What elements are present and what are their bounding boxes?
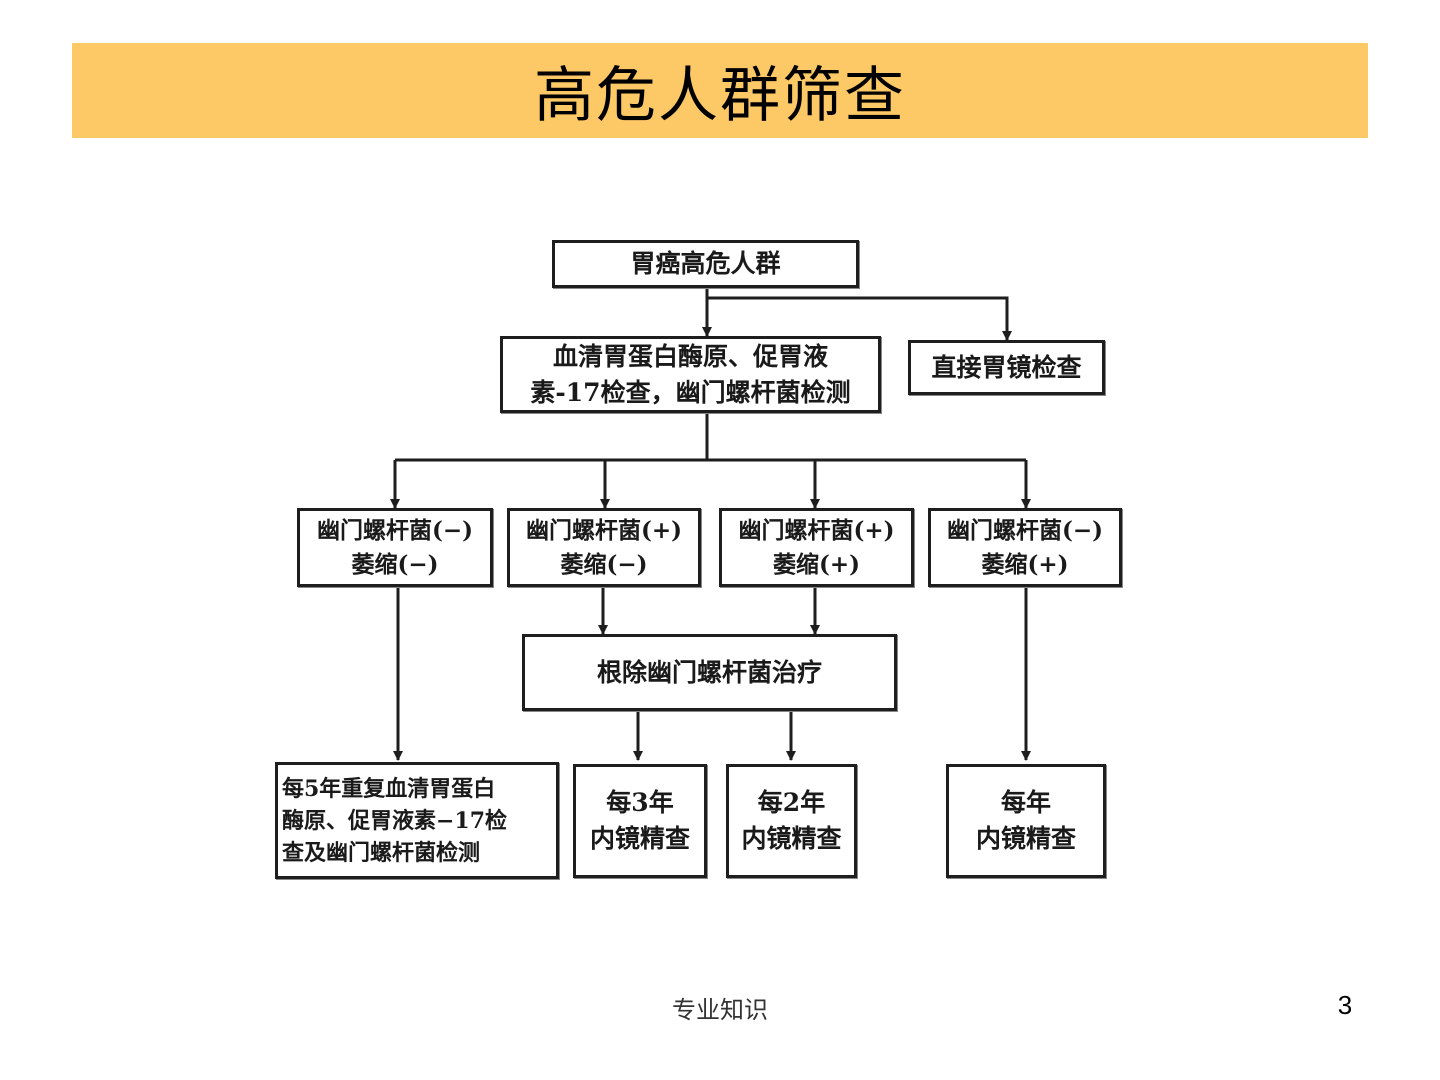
node-label-line-1: 每5年重复血清胃蛋白 (282, 775, 496, 802)
node-hp-eradication: 根除幽门螺杆菌治疗 (522, 634, 897, 711)
node-label-line-2: 萎缩(−) (351, 550, 439, 578)
node-serum-test: 血清胃蛋白酶原、促胃液 素-17检查，幽门螺杆菌检测 (500, 336, 881, 413)
page-number: 3 (1337, 990, 1353, 1020)
node-outcome-every-3-years: 每3年 内镜精查 (573, 764, 707, 878)
node-label-line-1: 每3年 (606, 788, 674, 817)
node-outcome-every-5-years: 每5年重复血清胃蛋白 酶原、促胃液素−17检 查及幽门螺杆菌检测 (275, 762, 559, 879)
node-label-line-1: 每2年 (757, 788, 826, 817)
node-label-line-2: 萎缩(+) (772, 550, 861, 578)
node-label: 直接胃镜检查 (931, 352, 1082, 382)
node-outcome-every-2-years: 每2年 内镜精查 (726, 764, 857, 878)
node-label-line-2: 内镜精查 (975, 824, 1076, 853)
node-group-hp-neg-atrophy-pos: 幽门螺杆菌(−) 萎缩(+) (928, 508, 1122, 587)
node-label: 胃癌高危人群 (630, 249, 781, 278)
node-group-hp-neg-atrophy-neg: 幽门螺杆菌(−) 萎缩(−) (297, 508, 493, 587)
node-group-hp-pos-atrophy-pos: 幽门螺杆菌(+) 萎缩(+) (719, 508, 914, 587)
node-outcome-every-year: 每年 内镜精查 (946, 764, 1106, 878)
slide-title: 高危人群筛查 (534, 61, 906, 131)
node-label-line-1: 幽门螺杆菌(−) (946, 516, 1104, 544)
node-label-line-2: 萎缩(+) (981, 550, 1069, 578)
node-label-line-2: 酶原、促胃液素−17检 (282, 807, 508, 834)
slide-footer: 专业知识 (672, 996, 768, 1024)
node-direct-endoscopy: 直接胃镜检查 (908, 340, 1105, 395)
connector-top-to-direct (707, 296, 1012, 341)
node-label: 根除幽门螺杆菌治疗 (596, 657, 822, 687)
node-label-line-1: 幽门螺杆菌(+) (525, 516, 683, 544)
node-label-line-2: 萎缩(−) (560, 550, 648, 578)
node-label-line-2: 内镜精查 (589, 824, 690, 853)
node-label-line-2: 素-17检查，幽门螺杆菌检测 (530, 377, 851, 407)
node-high-risk-group: 胃癌高危人群 (552, 240, 859, 288)
node-label-line-1: 每年 (1000, 788, 1051, 817)
node-label-line-2: 内镜精查 (741, 824, 842, 853)
node-label-line-3: 查及幽门螺杆菌检测 (282, 839, 481, 866)
node-label-line-1: 幽门螺杆菌(+) (738, 516, 895, 544)
node-label-line-1: 血清胃蛋白酶原、促胃液 (552, 341, 828, 371)
node-label-line-1: 幽门螺杆菌(−) (316, 516, 474, 544)
title-bar: 高危人群筛查 (72, 43, 1368, 138)
node-group-hp-pos-atrophy-neg: 幽门螺杆菌(+) 萎缩(−) (507, 508, 701, 587)
